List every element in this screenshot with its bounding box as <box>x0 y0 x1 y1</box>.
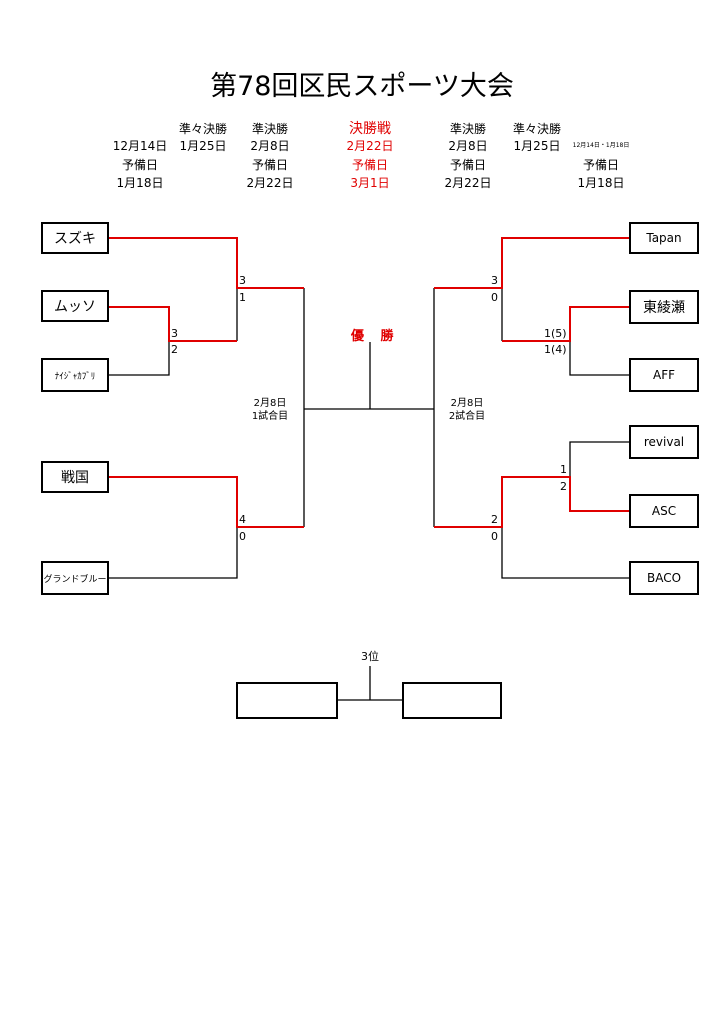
right-sf-reserve-date: 2月22日 <box>444 176 492 190</box>
team-box-tapan: Tapan <box>629 222 699 254</box>
score-r-sf2-baco: 0 <box>491 530 498 543</box>
final-reserve-label: 予備日 <box>351 158 388 172</box>
right-r1-reserve-date: 1月18日 <box>577 176 625 190</box>
score-r-qf-higashi: 1(5) <box>544 327 567 340</box>
score-r-sf1-higashi: 0 <box>491 291 498 304</box>
game1-name: 1試合目 <box>251 411 289 422</box>
score-l-sf1-suzuki: 3 <box>239 274 246 287</box>
left-sf-label: 準決勝 <box>251 122 288 136</box>
page-title: 第78回区民スポーツ大会 <box>210 71 514 102</box>
left-qf-date: 1月25日 <box>179 139 227 153</box>
left-qf-label: 準々決勝 <box>178 122 227 136</box>
score-l-sf2-grand: 0 <box>239 530 246 543</box>
final-date: 2月22日 <box>346 139 394 153</box>
game1-date: 2月8日 <box>253 398 287 409</box>
score-l-sf2-sengoku: 4 <box>239 513 246 526</box>
left-sf-date: 2月8日 <box>250 139 290 153</box>
score-r-sf1-tapan: 3 <box>491 274 498 287</box>
right-qf-label: 準々決勝 <box>512 122 561 136</box>
score-r-qf-revival: 1 <box>560 463 567 476</box>
third-place-box-right <box>402 682 502 719</box>
right-r1-reserve-label: 予備日 <box>582 158 619 172</box>
score-l-qf-mussu: 3 <box>171 327 178 340</box>
third-place-label: 3位 <box>361 650 379 663</box>
right-qf-date: 1月25日 <box>513 139 561 153</box>
champion-label: 優 勝 <box>351 329 400 344</box>
final-label: 決勝戦 <box>349 121 391 137</box>
left-sf-reserve-label: 予備日 <box>251 158 288 172</box>
third-place-box-left <box>236 682 338 719</box>
right-sf-label: 準決勝 <box>449 122 486 136</box>
right-sf-reserve-label: 予備日 <box>449 158 486 172</box>
team-box-aff: AFF <box>629 358 699 392</box>
left-sf-reserve-date: 2月22日 <box>246 176 294 190</box>
right-sf-date: 2月8日 <box>448 139 488 153</box>
team-box-revival: revival <box>629 425 699 459</box>
left-r1-date: 12月14日 <box>112 139 168 153</box>
team-box-suzuki: スズキ <box>41 222 109 254</box>
team-box-grandblue: グランドブルー <box>41 561 109 595</box>
team-box-naijakaburi: ﾅｲｼﾞｬｶﾌﾞﾘ <box>41 358 109 392</box>
team-box-mussu: ムッソ <box>41 290 109 322</box>
score-r-qf-aff: 1(4) <box>544 343 567 356</box>
right-r1-date: 12月14日・1月18日 <box>572 142 630 149</box>
game2-name: 2試合目 <box>448 411 486 422</box>
score-r-sf2-asc: 2 <box>491 513 498 526</box>
score-l-qf-naija: 2 <box>171 343 178 356</box>
team-box-higashiayase: 東綾瀬 <box>629 290 699 324</box>
left-r1-reserve-label: 予備日 <box>121 158 158 172</box>
team-box-baco: BACO <box>629 561 699 595</box>
team-box-sengoku: 戦国 <box>41 461 109 493</box>
game2-date: 2月8日 <box>450 398 484 409</box>
final-reserve-date: 3月1日 <box>350 176 390 190</box>
score-l-sf1-mussu: 1 <box>239 291 246 304</box>
left-r1-reserve-date: 1月18日 <box>116 176 164 190</box>
score-r-qf-asc: 2 <box>560 480 567 493</box>
team-box-asc: ASC <box>629 494 699 528</box>
